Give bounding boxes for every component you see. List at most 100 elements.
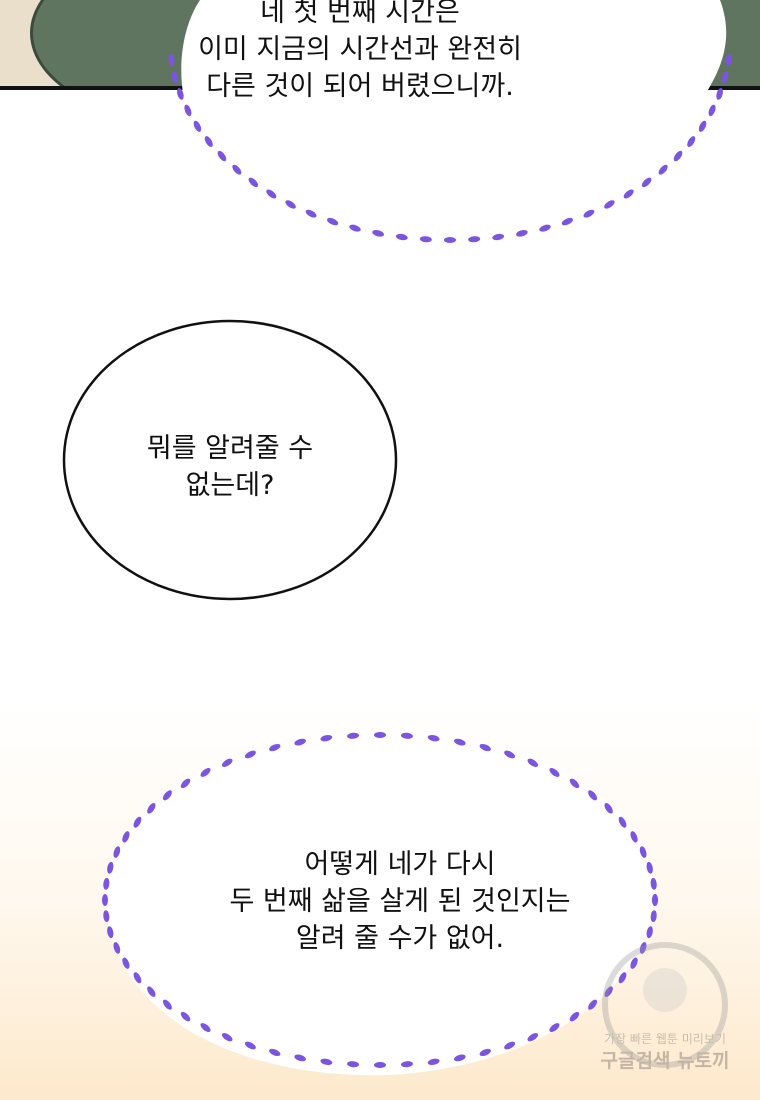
purple-dot (180, 778, 191, 789)
purple-dot (269, 743, 281, 752)
purple-dot (549, 767, 560, 777)
purple-dot (294, 1054, 306, 1062)
purple-dot (244, 750, 256, 759)
purple-dot (221, 1033, 233, 1042)
purple-dot (444, 237, 456, 243)
purple-dot (113, 942, 121, 954)
purple-dot (400, 732, 413, 739)
purple-dot (244, 1041, 256, 1050)
purple-dot (349, 224, 361, 232)
purple-dot (320, 1058, 333, 1065)
purple-dot (539, 224, 551, 232)
text-line: 어떻게 네가 다시 (304, 849, 496, 880)
speech-bubble-oval (62, 319, 398, 601)
purple-dot (147, 803, 156, 814)
purple-dot (516, 230, 528, 237)
purple-dot (454, 1054, 466, 1062)
purple-dot (232, 164, 242, 175)
purple-dot (588, 999, 598, 1010)
purple-dot (103, 910, 110, 923)
purple-dot (716, 88, 723, 100)
purple-dot (171, 71, 179, 84)
bubble-1-text: 네 첫 번째 시간은 이미 지금의 시간선과 완전히 다른 것이 되어 버렸으니… (180, 0, 540, 105)
purple-dot (630, 831, 638, 843)
thought-bubble-top (181, 0, 727, 236)
purple-dot (133, 972, 142, 984)
purple-dot (588, 790, 598, 801)
purple-dot (221, 758, 233, 767)
purple-dot (492, 233, 505, 241)
purple-dot (193, 120, 202, 132)
purple-dot (133, 816, 142, 828)
purple-dot (395, 233, 408, 241)
watermark-line2: 구글검색 뉴토끼 (600, 1050, 730, 1072)
purple-dot (646, 861, 653, 874)
purple-dot (327, 217, 339, 226)
purple-dot (630, 957, 638, 969)
purple-dot (400, 1061, 413, 1068)
purple-dot (504, 1041, 516, 1050)
purple-dot (204, 136, 213, 147)
purple-dot (248, 177, 259, 188)
purple-dot (454, 738, 466, 746)
purple-dot (650, 877, 657, 890)
purple-dot (698, 120, 707, 132)
purple-dot (618, 972, 627, 984)
purple-dot (184, 104, 192, 117)
text-line: 다른 것이 되어 버렸으니까. (206, 71, 514, 102)
purple-dot (217, 150, 227, 162)
purple-dot (468, 236, 481, 243)
purple-dot (639, 846, 647, 858)
purple-dot (285, 200, 296, 209)
purple-dot (623, 189, 634, 199)
purple-dot (708, 104, 716, 117)
purple-dot (639, 942, 647, 954)
purple-dot (374, 732, 386, 738)
text-line: 이미 지금의 시간선과 완전히 (198, 34, 522, 65)
text-line: 없는데? (185, 470, 275, 501)
purple-dot (294, 738, 306, 746)
text-line: 네 첫 번째 시간은 (260, 0, 460, 28)
purple-dot (721, 71, 729, 84)
purple-dot (162, 999, 172, 1010)
purple-dot (162, 790, 172, 801)
purple-dot (374, 1062, 386, 1068)
thought-bubble-bottom (105, 735, 656, 1076)
purple-dot (147, 986, 156, 997)
purple-dot (527, 1033, 539, 1042)
purple-dot (177, 88, 184, 100)
watermark: 가장 빠른 웹툰 미리보기 구글검색 뉴토끼 (590, 930, 740, 1080)
purple-dot (641, 177, 652, 188)
watermark-line1: 가장 빠른 웹툰 미리보기 (604, 1032, 726, 1046)
purple-dot (320, 735, 333, 742)
purple-dot (646, 926, 653, 939)
purple-dot (122, 831, 130, 843)
purple-dot (527, 758, 539, 767)
purple-dot (673, 150, 683, 162)
purple-dot (200, 1023, 211, 1033)
purple-dot (102, 894, 108, 906)
purple-dot (419, 236, 432, 243)
purple-dot (479, 743, 491, 752)
purple-dot (687, 136, 696, 147)
purple-dot (650, 910, 657, 923)
purple-dot (604, 200, 615, 209)
bubble-3-text: 어떻게 네가 다시 두 번째 삶을 살게 된 것인지는 알려 줄 수가 없어. (180, 846, 620, 957)
purple-dot (652, 894, 658, 906)
purple-dot (561, 217, 573, 226)
purple-dot (107, 861, 114, 874)
purple-dot (618, 816, 627, 828)
purple-dot (479, 1048, 491, 1057)
purple-dot (569, 1011, 580, 1022)
text-line: 뭐를 알려줄 수 (146, 433, 314, 464)
watermark-logo-icon (602, 942, 728, 1068)
purple-dot (583, 209, 595, 218)
purple-dot (305, 209, 317, 218)
purple-dot (266, 189, 277, 199)
purple-dot (725, 53, 732, 66)
purple-dot (569, 778, 580, 789)
purple-dot (168, 53, 175, 66)
purple-dot (427, 1058, 440, 1065)
purple-dot (549, 1023, 560, 1033)
